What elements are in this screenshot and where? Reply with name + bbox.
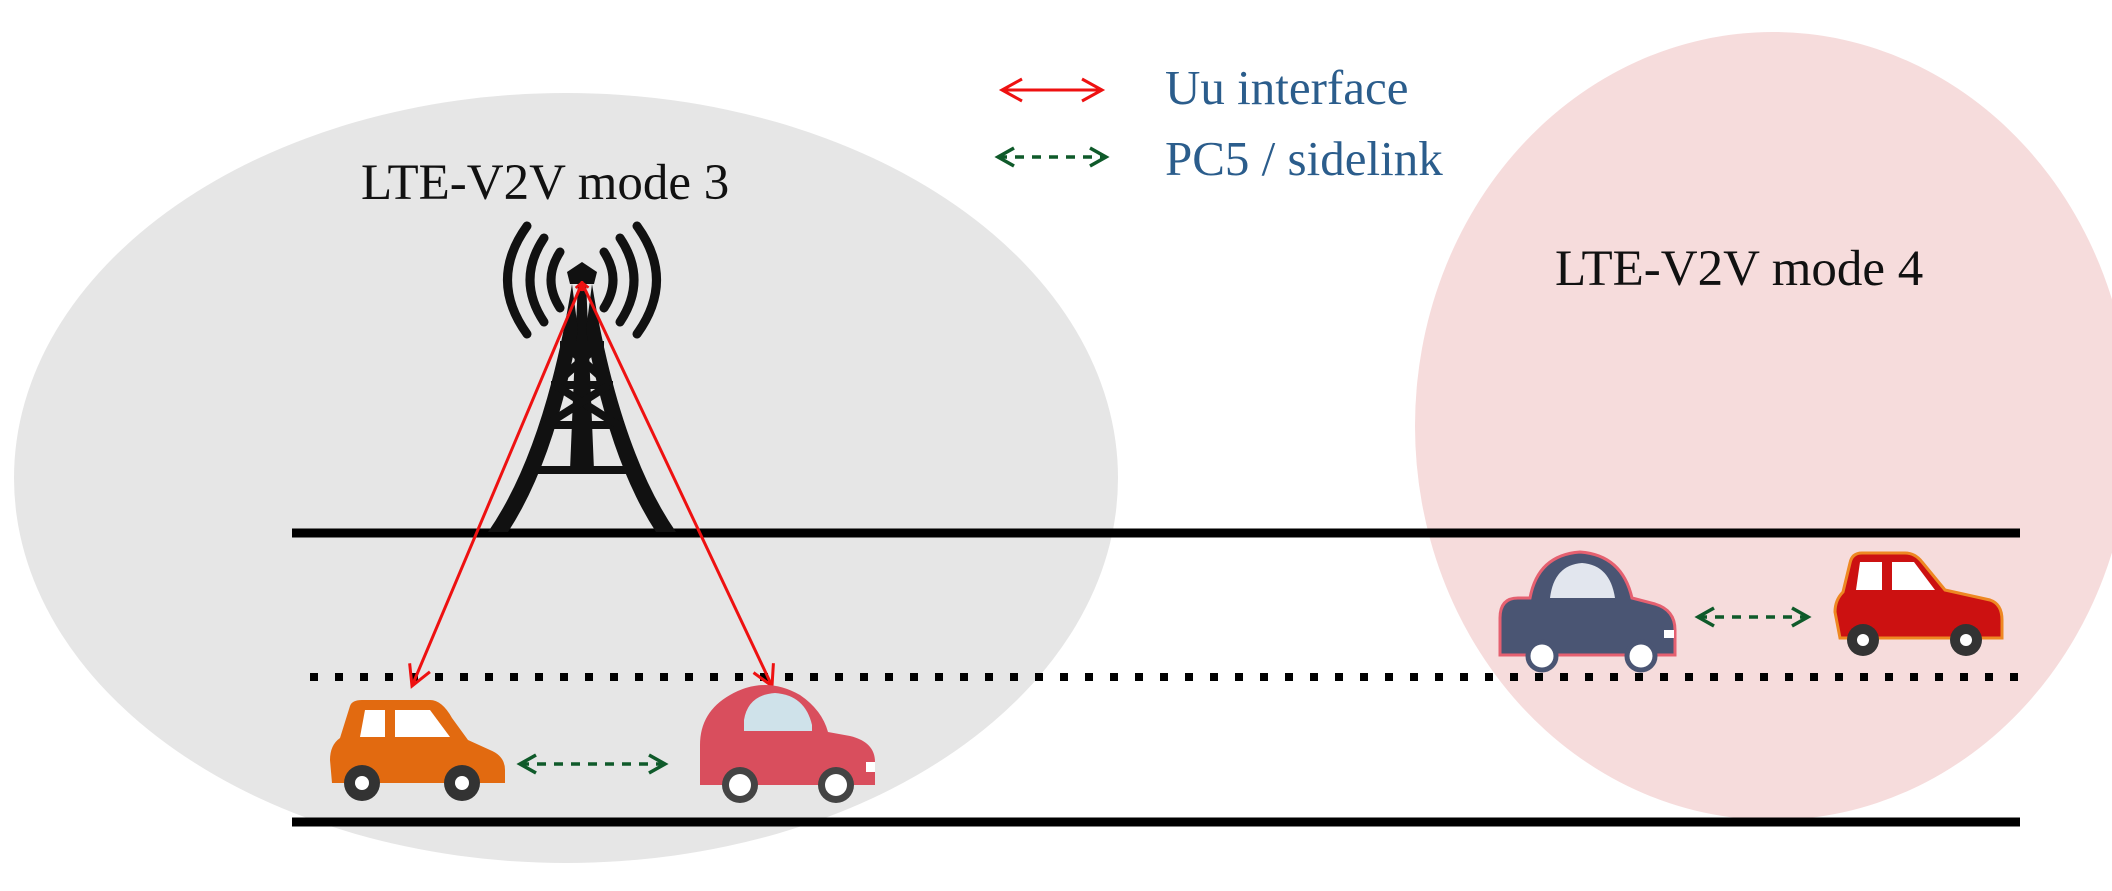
uu-legend-label: Uu interface [1165,60,1409,115]
car-icon-slate [1498,550,1677,673]
pc5-legend-label: PC5 / sidelink [1165,131,1443,186]
mode4-label: LTE-V2V mode 4 [1555,241,1923,297]
mode3-label: LTE-V2V mode 3 [361,155,729,211]
car-icon-pink [700,685,875,803]
mode4-coverage-zone [1415,32,2112,820]
uu-link-orange-car [412,283,582,686]
car-icon-orange [330,700,505,801]
uu-link-pink-car [582,283,772,686]
car-icon-red [1833,551,2004,656]
